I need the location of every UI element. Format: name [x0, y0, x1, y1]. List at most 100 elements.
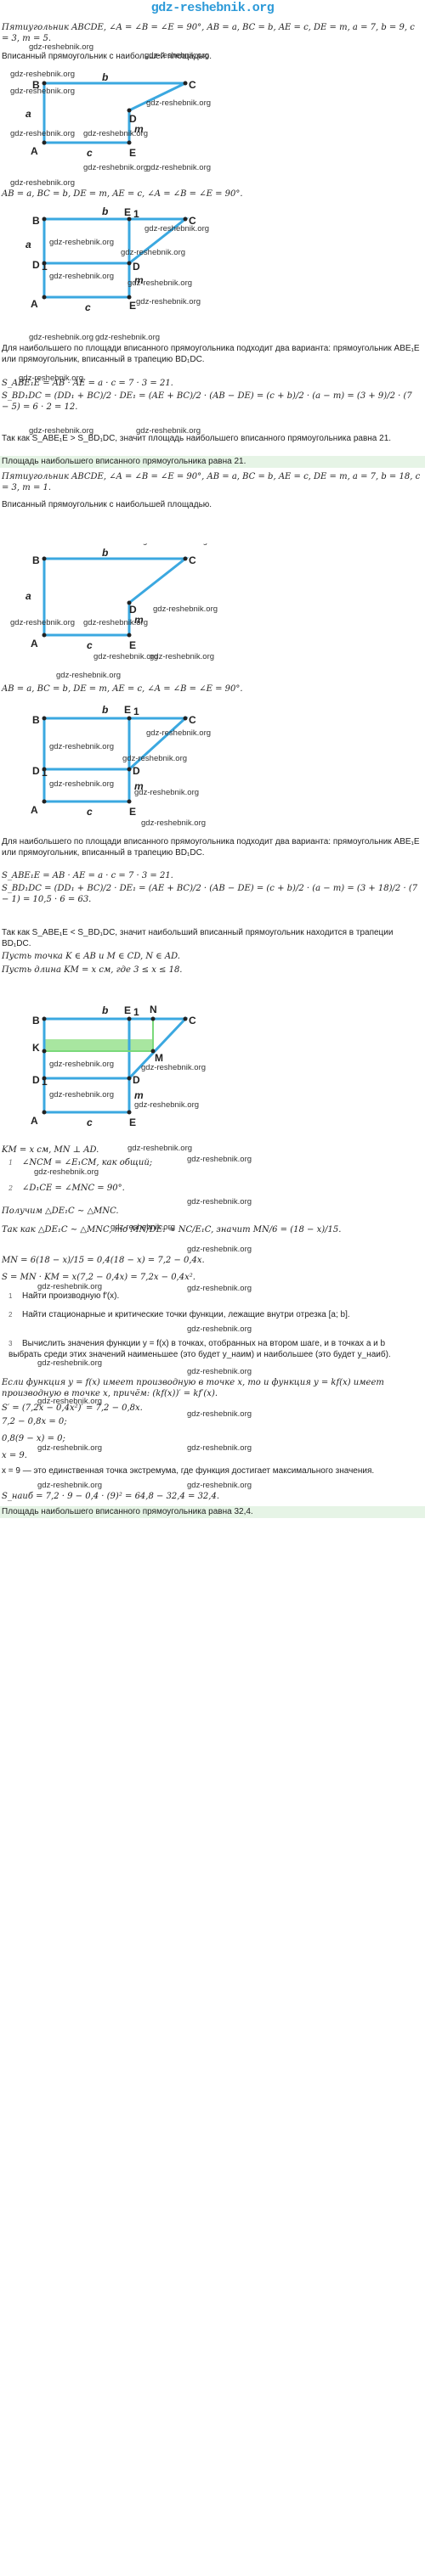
problem2-extremum: x = 9 — это единственная точка экстремум…	[2, 1466, 375, 1476]
problem2-eq3: x = 9.	[2, 1451, 27, 1460]
label-E: E	[129, 147, 136, 159]
watermark-svg: gdz-reshebnik.org	[10, 70, 75, 79]
problem2-given: AB = a, BC = b, DE = m, AE = c, ∠A = ∠B …	[2, 684, 243, 694]
label-D1-sub: 1	[42, 767, 48, 779]
step-2: 2∠D₁CE = ∠MNC = 90°.	[8, 1184, 125, 1193]
label-E: E	[129, 300, 136, 312]
svg-text:gdz-reshebnik.org: gdz-reshebnik.org	[10, 618, 75, 627]
label-B: B	[32, 554, 40, 566]
svg-text:gdz-reshebnik.org: gdz-reshebnik.org	[49, 779, 114, 789]
svg-text:gdz-reshebnik.org: gdz-reshebnik.org	[134, 788, 199, 797]
problem2-eq2: 0,8(9 − x) = 0;	[2, 1434, 65, 1443]
label-E1: E	[124, 206, 131, 218]
figure4: B E 1 C D 1 D E A b c m gdz-reshebnik.or…	[31, 704, 211, 828]
watermark: gdz-reshebnik.org	[29, 42, 94, 52]
problem2-eq1: 7,2 − 0,8x = 0;	[2, 1417, 67, 1426]
svg-text:gdz-reshebnik.org: gdz-reshebnik.org	[128, 278, 192, 288]
side-b: b	[102, 71, 108, 83]
watermark: gdz-reshebnik.org	[187, 1409, 252, 1419]
site-header: gdz-reshebnik.org	[0, 0, 425, 19]
side-m: m	[134, 614, 144, 626]
side-a: a	[26, 590, 31, 602]
watermark: gdz-reshebnik.org	[37, 1282, 103, 1291]
label-A: A	[31, 145, 38, 157]
site-title[interactable]: gdz-reshebnik.org	[150, 1, 275, 15]
problem2-text1: Для наибольшего по площади вписанного пр…	[2, 837, 420, 858]
label-D1: D	[32, 765, 40, 777]
watermark: gdz-reshebnik.org	[19, 374, 84, 383]
watermark: gdz-reshebnik.org	[56, 671, 122, 680]
problem1-calc1: S_ABE₁E = AB · AE = a · c = 7 · 3 = 21.	[2, 379, 173, 388]
problem1-conclusion: Так как S_ABE₁E > S_BD₁DC, значит площад…	[2, 434, 392, 443]
problem1-subtitle: Вписанный прямоугольник с наибольшей пло…	[2, 52, 212, 61]
watermark: gdz-reshebnik.org	[136, 426, 201, 436]
label-D: D	[133, 1074, 140, 1086]
label-M: M	[155, 1052, 163, 1064]
label-B: B	[32, 79, 40, 91]
side-m: m	[134, 123, 144, 135]
label-D1-sub: 1	[42, 261, 48, 273]
watermark: gdz-reshebnik.org	[187, 1325, 252, 1334]
svg-text:gdz-reshebnik.org: gdz-reshebnik.org	[146, 728, 211, 738]
label-D: D	[133, 765, 140, 777]
watermark: gdz-reshebnik.org	[37, 1481, 103, 1490]
side-c: c	[87, 806, 93, 818]
side-b: b	[102, 547, 108, 559]
label-C: C	[189, 714, 196, 726]
svg-text:gdz-reshebnik.org: gdz-reshebnik.org	[143, 543, 207, 546]
problem2-calc1: S_ABE₁E = AB · AE = a · c = 7 · 3 = 21.	[2, 871, 173, 880]
problem2-point: Пусть точка K ∈ AB и M ∈ CD, N ∈ AD.	[2, 952, 180, 961]
problem2-mn: MN = 6(18 − x)/15 = 0,4(18 − x) = 7,2 − …	[2, 1256, 205, 1265]
watermark: gdz-reshebnik.org	[29, 426, 94, 436]
watermark: gdz-reshebnik.org	[187, 1155, 252, 1164]
watermark: gdz-reshebnik.org	[110, 1223, 176, 1232]
svg-text:gdz-reshebnik.org: gdz-reshebnik.org	[144, 224, 209, 233]
problem2-answer: Площадь наибольшего вписанного прямоугол…	[0, 1506, 425, 1518]
side-c: c	[87, 639, 93, 651]
svg-text:gdz-reshebnik.org: gdz-reshebnik.org	[122, 754, 187, 763]
watermark: gdz-reshebnik.org	[187, 1197, 252, 1206]
label-C: C	[189, 1015, 196, 1026]
svg-text:gdz-reshebnik.org: gdz-reshebnik.org	[153, 605, 218, 614]
problem2-rule: Если функция y = f(x) имеет производную …	[2, 1378, 384, 1398]
problem2-area: S = MN · KM = x(7,2 − 0,4x) = 7,2x − 0,4…	[2, 1273, 196, 1282]
label-D: D	[129, 113, 137, 125]
label-C: C	[189, 79, 196, 91]
watermark: gdz-reshebnik.org	[128, 1144, 193, 1153]
side-b: b	[102, 1004, 108, 1016]
watermark: gdz-reshebnik.org	[187, 1481, 252, 1490]
side-c: c	[87, 1116, 93, 1128]
label-E1-sub: 1	[133, 208, 139, 220]
watermark: gdz-reshebnik.org	[34, 1167, 99, 1177]
label-D: D	[133, 261, 140, 273]
label-C: C	[189, 215, 196, 227]
label-E1-sub: 1	[133, 706, 139, 717]
label-E1: E	[124, 704, 131, 716]
problem2-similar: Получим △DE₁C ∼ △MNC.	[2, 1206, 119, 1216]
figure3: B C D E A b a c m gdz-reshebnik.org gdz-…	[10, 543, 218, 661]
problem1-statement: Пятиугольник ABCDE, ∠A = ∠B = ∠E = 90°, …	[2, 23, 415, 43]
watermark: gdz-reshebnik.org	[37, 1358, 103, 1368]
label-K: K	[32, 1042, 40, 1054]
watermark: gdz-reshebnik.org	[187, 1367, 252, 1376]
svg-text:gdz-reshebnik.org: gdz-reshebnik.org	[49, 1060, 114, 1069]
side-m: m	[134, 1089, 144, 1101]
side-b: b	[102, 704, 108, 716]
watermark: gdz-reshebnik.org	[10, 178, 76, 188]
problem1-given: AB = a, BC = b, DE = m, AE = c, ∠A = ∠B …	[2, 189, 243, 199]
svg-text:gdz-reshebnik.org: gdz-reshebnik.org	[94, 652, 158, 661]
label-D1-sub: 1	[42, 1076, 48, 1088]
label-D1: D	[32, 1074, 40, 1086]
problem2-smax: S_наиб = 7,2 · 9 − 0,4 · (9)² = 64,8 − 3…	[2, 1492, 220, 1501]
watermark: gdz-reshebnik.org	[187, 1443, 252, 1453]
label-E1: E	[124, 1004, 131, 1016]
side-b: b	[102, 205, 108, 217]
svg-text:gdz-reshebnik.org: gdz-reshebnik.org	[10, 129, 75, 138]
figure5: B E 1 N C K M D 1 D E A b c m gdz-resheb…	[31, 1004, 206, 1128]
side-c: c	[87, 147, 93, 159]
label-C: C	[189, 554, 196, 566]
side-a: a	[26, 239, 31, 250]
problem1-text1: Для наибольшего по площади вписанного пр…	[2, 344, 420, 364]
step-1: 1∠NCM = ∠E₁CM, как общий;	[8, 1158, 153, 1167]
